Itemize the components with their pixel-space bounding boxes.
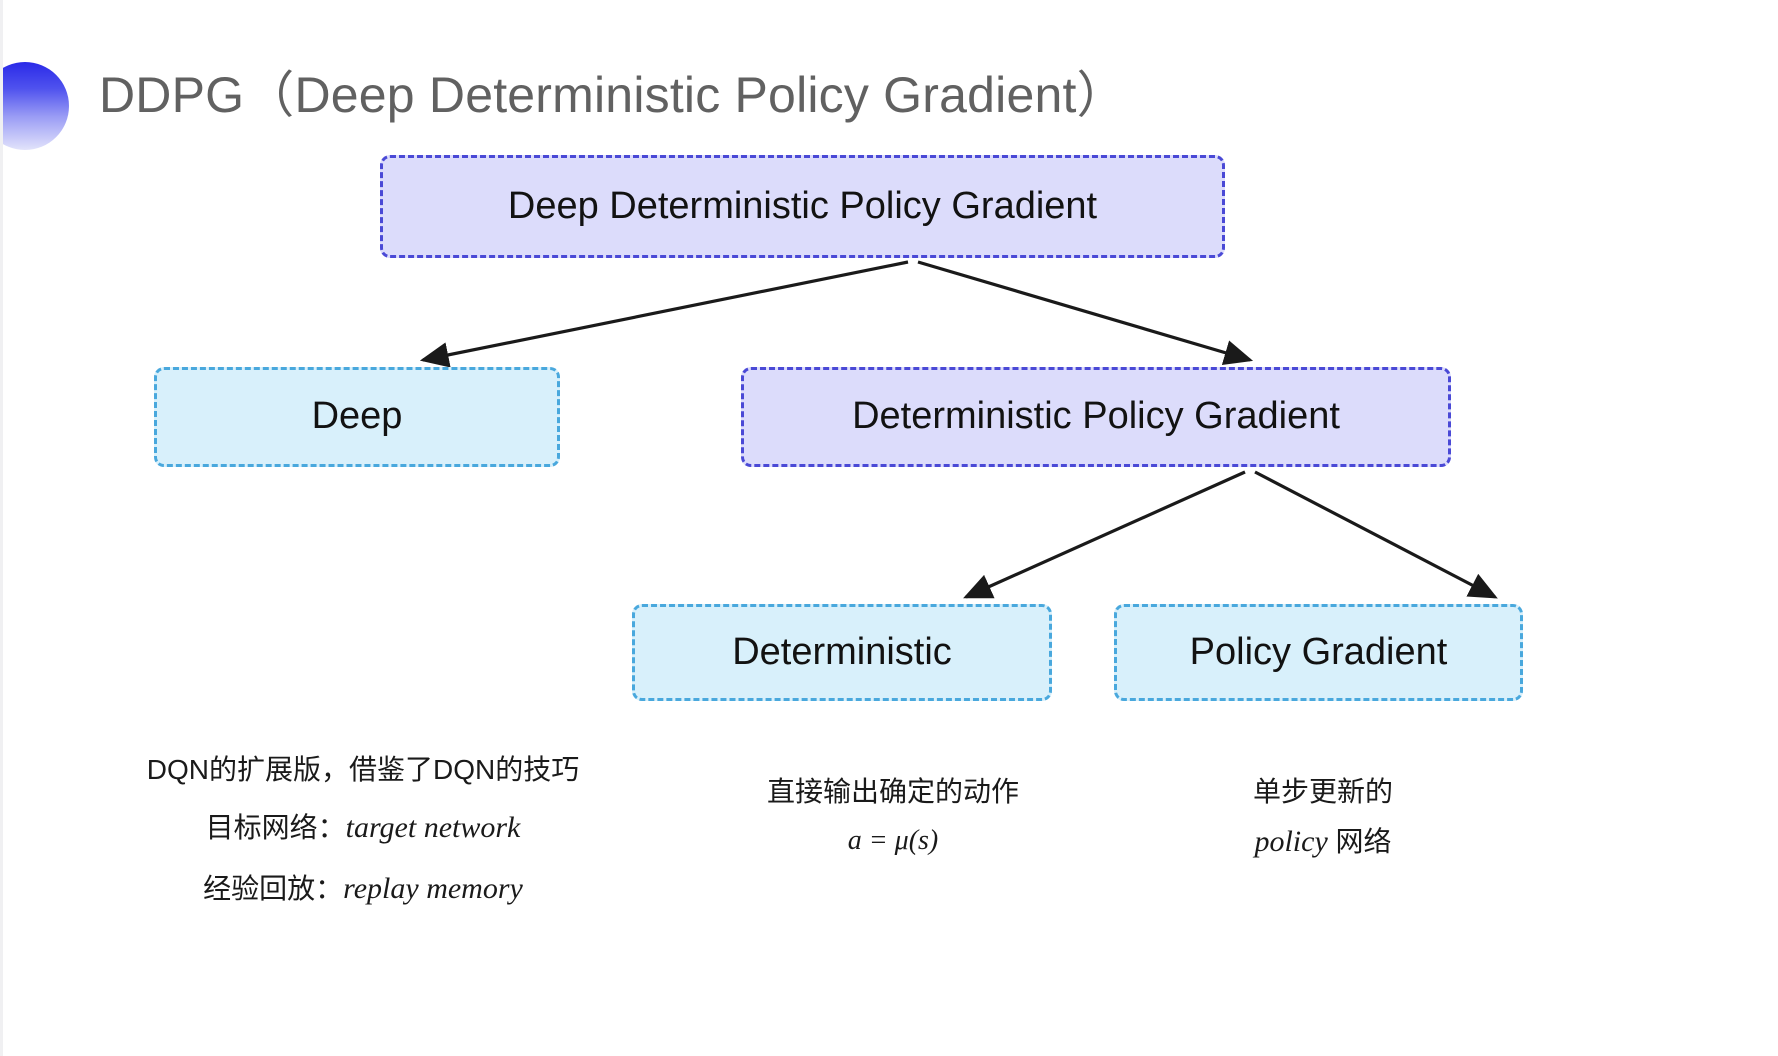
node-label: Policy Gradient xyxy=(1189,630,1448,673)
caption-deterministic-line-1: 直接输出确定的动作 xyxy=(766,776,1019,807)
caption-deep-line-3-value: replay memory xyxy=(343,871,523,905)
node-deterministic-policy-gradient[interactable]: Deterministic Policy Gradient xyxy=(741,367,1451,467)
caption-deep-line-2: 目标网络：target network xyxy=(93,805,633,852)
caption-deep-line-1: DQN的扩展版，借鉴了DQN的技巧 xyxy=(146,754,580,785)
node-deterministic[interactable]: Deterministic xyxy=(632,604,1052,701)
node-label: Deterministic Policy Gradient xyxy=(852,395,1340,438)
caption-policy-gradient-value: policy xyxy=(1254,825,1328,859)
caption-policy-gradient-line-1: 单步更新的 xyxy=(1252,776,1393,807)
caption-deep-line-2-value: target network xyxy=(345,811,521,845)
caption-policy-gradient: 单步更新的 policy 网络 xyxy=(1113,770,1533,872)
edge-root-to-deep xyxy=(419,260,909,368)
caption-deterministic-formula: a = μ(s) xyxy=(847,825,939,857)
caption-deep: DQN的扩展版，借鉴了DQN的技巧 目标网络：target network 经验… xyxy=(93,748,633,926)
node-deep-deterministic-policy-gradient[interactable]: Deep Deterministic Policy Gradient xyxy=(380,155,1225,258)
node-label: Deep Deterministic Policy Gradient xyxy=(507,184,1098,227)
node-policy-gradient[interactable]: Policy Gradient xyxy=(1114,604,1523,701)
title-bullet-icon xyxy=(3,62,69,150)
caption-policy-gradient-line-2: policy 网络 xyxy=(1113,819,1533,866)
node-label: Deterministic xyxy=(732,630,952,673)
caption-deep-line-2-label: 目标网络： xyxy=(205,812,346,844)
caption-deterministic: 直接输出确定的动作 a = μ(s) xyxy=(683,770,1103,869)
caption-deep-line-3: 经验回放：replay memory xyxy=(93,866,633,913)
edge-root-to-dpg xyxy=(917,260,1254,366)
caption-deep-line-3-label: 经验回放： xyxy=(203,872,344,904)
caption-policy-gradient-suffix: 网络 xyxy=(1327,826,1392,858)
node-label: Deep xyxy=(311,395,403,438)
node-deep[interactable]: Deep xyxy=(154,367,560,467)
page-title: DDPG（Deep Deterministic Policy Gradient） xyxy=(99,67,1127,123)
edge-dpg-to-policy-gradient xyxy=(1254,470,1498,599)
edge-dpg-to-deterministic xyxy=(963,470,1246,599)
